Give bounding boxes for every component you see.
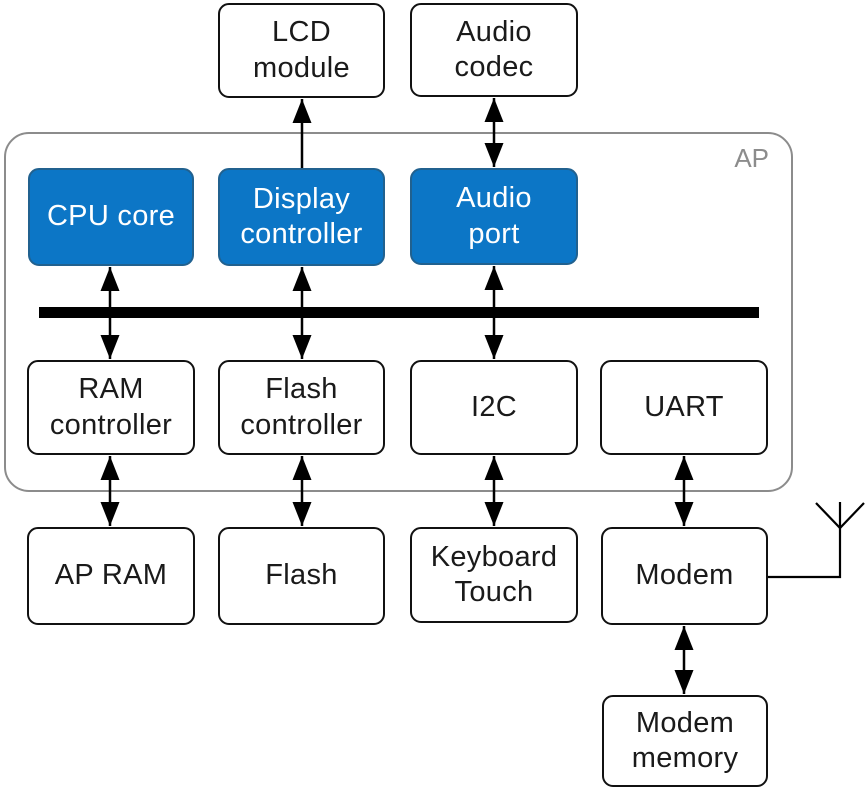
antenna-icon bbox=[768, 502, 865, 579]
block-flash: Flash bbox=[218, 527, 385, 625]
block-modem: Modem bbox=[601, 527, 768, 625]
block-modem-memory: Modem memory bbox=[602, 695, 768, 787]
arrow-modem-modem-memory bbox=[674, 626, 694, 694]
block-keyboard-touch: Keyboard Touch bbox=[410, 527, 578, 623]
block-ram-controller: RAM controller bbox=[27, 360, 195, 455]
block-i2c: I2C bbox=[410, 360, 578, 455]
antenna-v-element bbox=[815, 502, 865, 530]
block-flash-controller: Flash controller bbox=[218, 360, 385, 455]
ap-chip-container: AP bbox=[4, 132, 793, 492]
block-ap-ram: AP RAM bbox=[27, 527, 195, 625]
block-lcd-module: LCD module bbox=[218, 3, 385, 98]
block-audio-port: Audio port bbox=[410, 168, 578, 265]
antenna-feed-line bbox=[768, 502, 842, 579]
block-audio-codec: Audio codec bbox=[410, 3, 578, 97]
block-uart: UART bbox=[600, 360, 768, 455]
ap-container-label: AP bbox=[734, 143, 769, 173]
block-cpu-core: CPU core bbox=[28, 168, 194, 266]
block-display-controller: Display controller bbox=[218, 168, 385, 266]
